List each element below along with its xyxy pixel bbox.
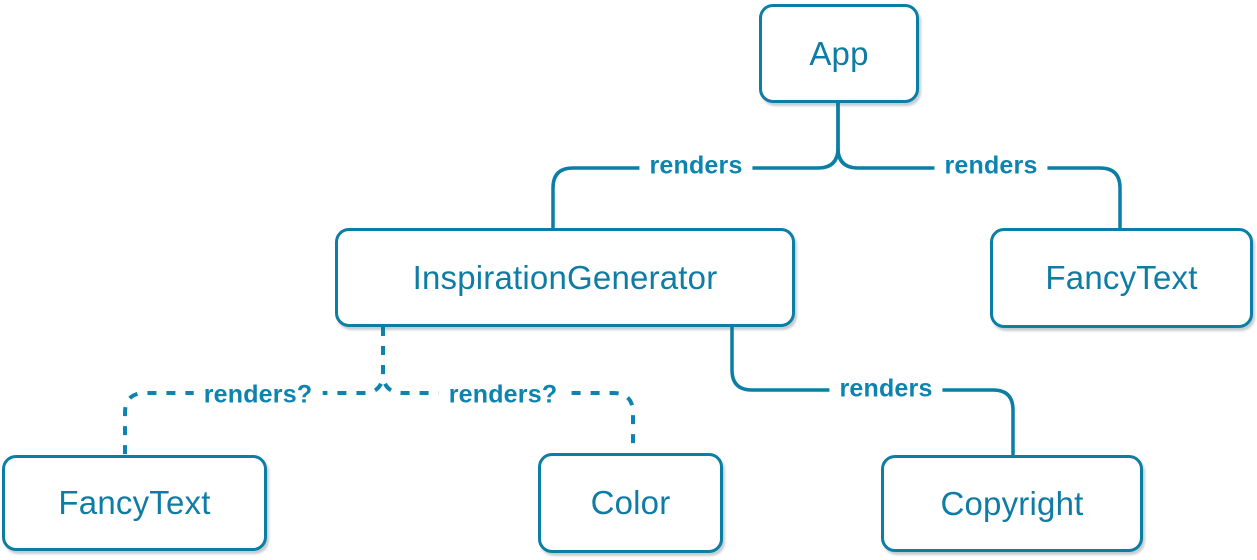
edge-label-renders-question-color: renders? bbox=[438, 379, 568, 411]
node-copyright: Copyright bbox=[881, 455, 1143, 552]
edge-inspiration-generator-color bbox=[381, 327, 635, 453]
edge-label-renders-app-inspiration: renders bbox=[639, 150, 753, 182]
node-inspiration-generator: InspirationGenerator bbox=[335, 228, 795, 327]
node-app: App bbox=[759, 4, 919, 103]
node-fancy-text-top: FancyText bbox=[990, 228, 1253, 328]
node-color: Color bbox=[538, 453, 723, 553]
edge-label-renders-copyright: renders bbox=[829, 373, 943, 405]
edge-label-renders-question-fancy-text: renders? bbox=[193, 379, 323, 411]
node-fancy-text-bottom: FancyText bbox=[2, 455, 267, 551]
edge-label-renders-app-fancy-text: renders bbox=[934, 150, 1048, 182]
